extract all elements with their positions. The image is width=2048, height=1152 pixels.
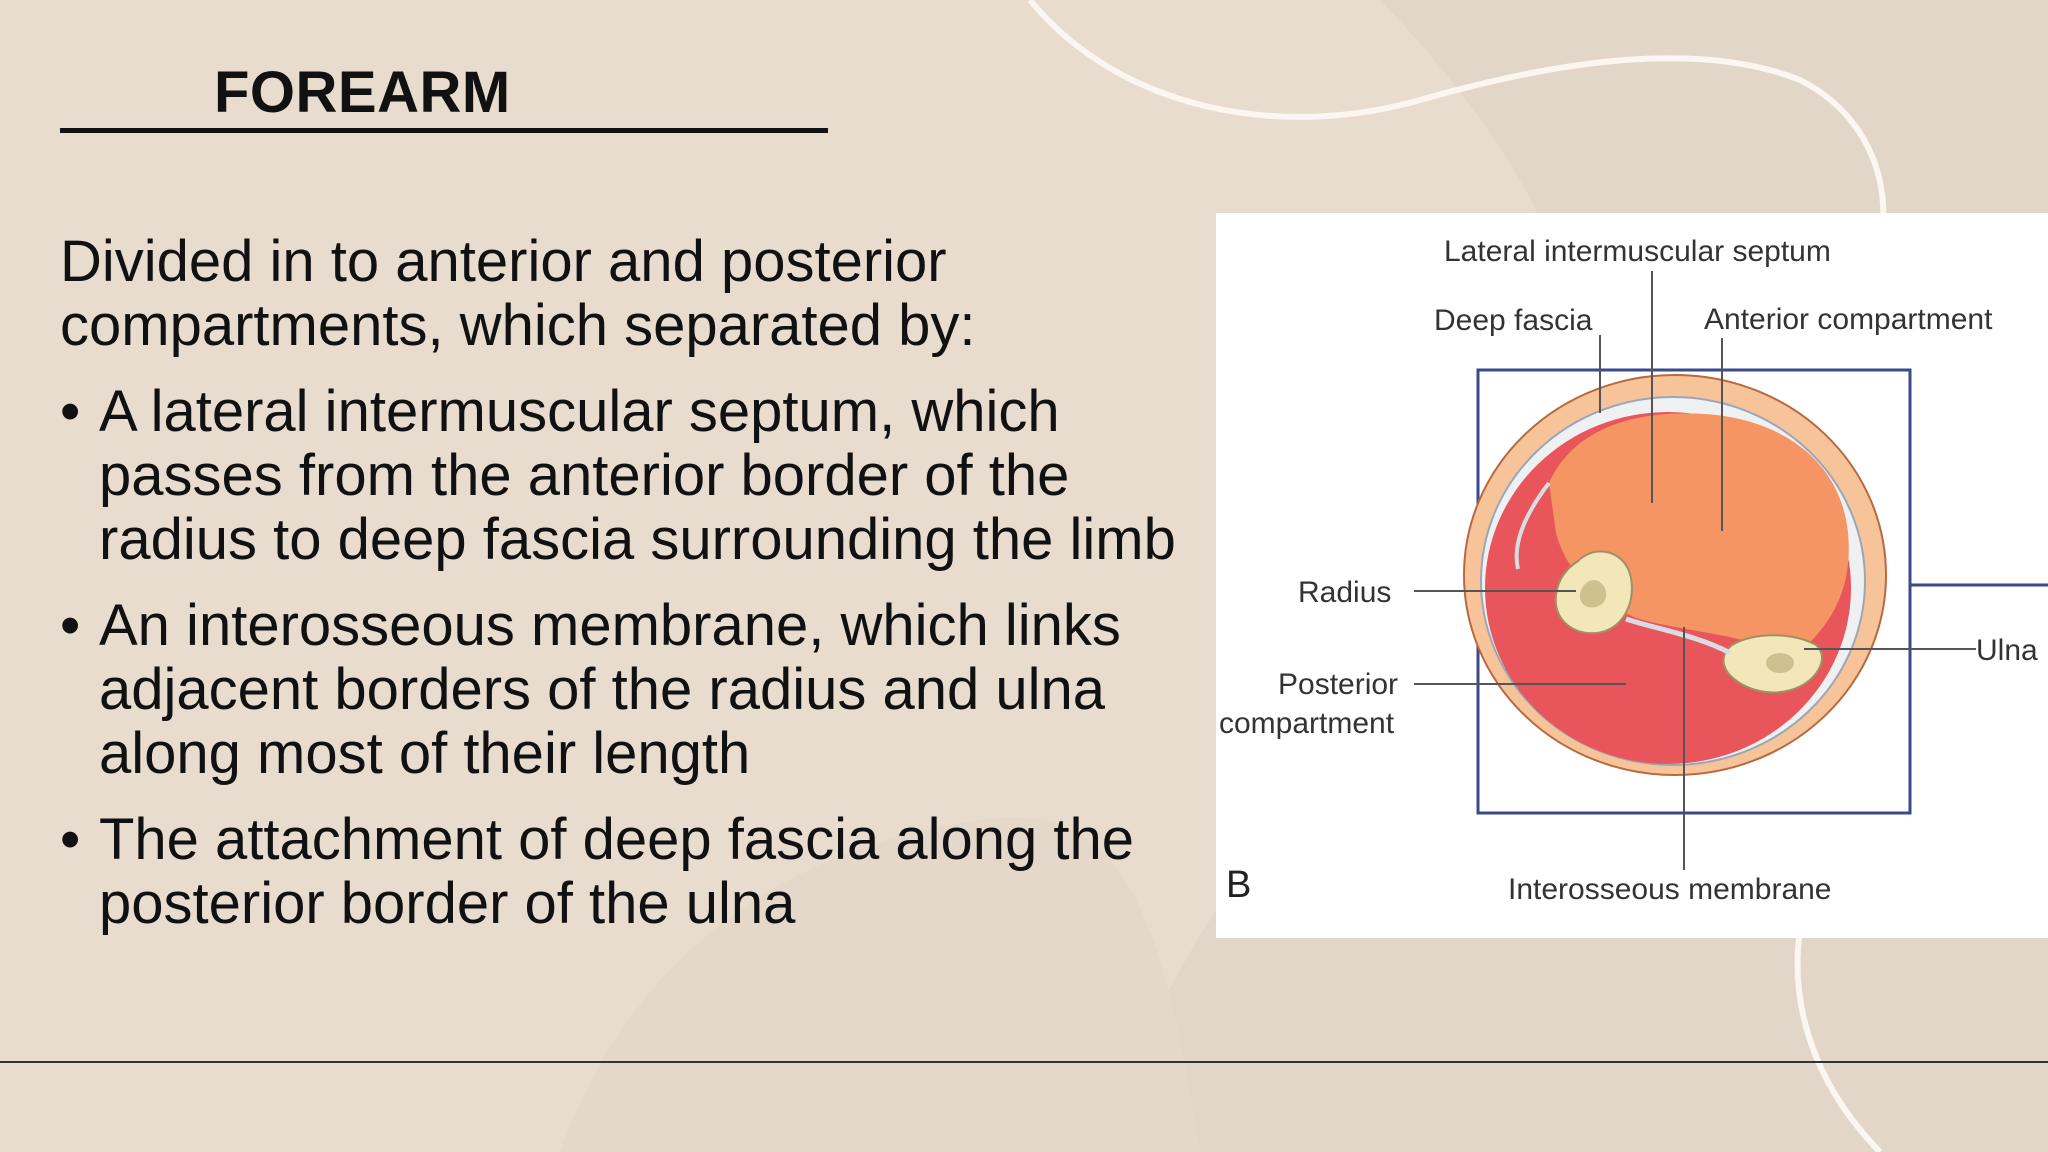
bullet-item-lateral-septum: • A lateral intermuscular septum, which … bbox=[60, 380, 1180, 572]
slide-title: FOREARM bbox=[214, 60, 511, 125]
footer-divider bbox=[0, 1061, 2048, 1063]
septum-line bbox=[1514, 481, 1551, 570]
decorative-curve-line bbox=[1027, 0, 1887, 333]
label-interosseous: Interosseous membrane bbox=[1508, 873, 1832, 906]
cross-section-diagram: Lateral intermuscular septum Deep fascia… bbox=[1219, 235, 2048, 906]
figure-panel-label: B bbox=[1226, 864, 1251, 906]
label-ulna: Ulna bbox=[1976, 634, 2038, 667]
intro-text: Divided in to anterior and posterior com… bbox=[60, 229, 976, 358]
label-posterior-line2: compartment bbox=[1219, 707, 1395, 740]
ulna-marrow bbox=[1766, 653, 1794, 673]
bullet-text: An interosseous membrane, which links ad… bbox=[99, 593, 1121, 786]
label-deep-fascia: Deep fascia bbox=[1434, 304, 1593, 337]
label-radius: Radius bbox=[1298, 576, 1391, 609]
bullet-item-deep-fascia: • The attachment of deep fascia along th… bbox=[60, 808, 1180, 936]
label-anterior-compartment: Anterior compartment bbox=[1704, 303, 1993, 336]
bullet-list: • A lateral intermuscular septum, which … bbox=[60, 380, 1180, 936]
bullet-marker: • bbox=[60, 807, 81, 872]
background-blob-lower bbox=[560, 817, 1200, 1152]
label-lateral-septum: Lateral intermuscular septum bbox=[1444, 235, 1831, 268]
bullet-marker: • bbox=[60, 593, 81, 658]
label-posterior-line1: Posterior bbox=[1278, 668, 1398, 701]
radius-marrow bbox=[1579, 580, 1607, 608]
forearm-cross-section-figure: Lateral intermuscular septum Deep fascia… bbox=[1216, 213, 2048, 938]
title-underline: FOREARM bbox=[60, 58, 828, 133]
decorative-curve-line-lower bbox=[1794, 929, 1883, 1152]
body-text: Divided in to anterior and posterior com… bbox=[60, 230, 1180, 958]
bullet-text: The attachment of deep fascia along the … bbox=[99, 807, 1135, 936]
bullet-item-interosseous: • An interosseous membrane, which links … bbox=[60, 594, 1180, 786]
bullet-marker: • bbox=[60, 379, 81, 444]
bullet-text: A lateral intermuscular septum, which pa… bbox=[99, 379, 1176, 572]
interosseous-membrane-shape bbox=[1625, 616, 1732, 656]
